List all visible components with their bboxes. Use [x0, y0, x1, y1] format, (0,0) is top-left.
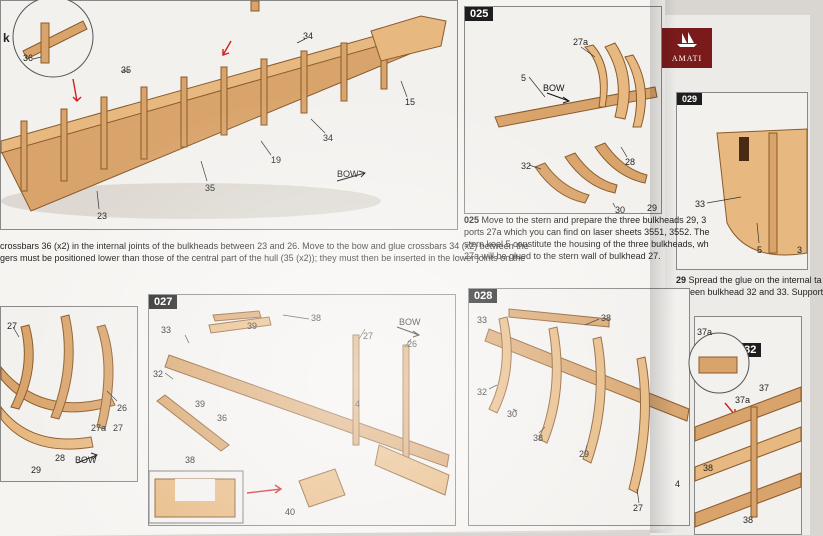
stern-bulkheads-drawing: [494, 42, 658, 208]
callout: 35: [121, 65, 132, 75]
callout: 37: [759, 383, 770, 393]
callout: 27a: [573, 37, 589, 47]
callout: 39: [247, 321, 258, 331]
callout: 34: [323, 133, 334, 143]
callout: 36: [23, 53, 34, 63]
callout: 33: [477, 315, 488, 325]
callout: 36: [217, 413, 228, 423]
bow-label: BOW: [399, 317, 421, 327]
framework-detail-drawing: [0, 314, 118, 464]
panel-027: 027 33 39 38 32 39 36 27 26: [148, 294, 456, 526]
ship-logo-icon: [677, 32, 697, 47]
book-gutter-shadow: [650, 0, 676, 533]
callout: 4: [355, 399, 361, 409]
keel-assembly-drawing: [148, 310, 450, 524]
callout: 27: [113, 423, 124, 433]
callout: 33: [161, 325, 172, 335]
hull-framework-drawing: [0, 0, 447, 219]
callout: 38: [703, 463, 714, 473]
bow-label: BOW: [543, 83, 565, 93]
callout: 19: [271, 155, 282, 165]
callout: 32: [153, 369, 164, 379]
caption-029-number: 29: [676, 275, 687, 285]
callout: 26: [407, 339, 418, 349]
callout: 23: [97, 211, 108, 221]
caption-029-line1: Spread the glue on the internal ta: [688, 275, 822, 285]
callout: 3: [797, 245, 803, 255]
callout: 30: [507, 409, 518, 419]
callout: 38: [743, 515, 754, 525]
callout: 27: [633, 503, 644, 513]
callout: 15: [405, 97, 416, 107]
callout: 26: [117, 403, 128, 413]
callout: 39: [195, 399, 206, 409]
callout: 28: [55, 453, 66, 463]
callout: 37a: [697, 327, 713, 337]
caption-025-line4: 27a will be glued to the stern wall of b…: [464, 251, 661, 261]
panel-026: 27 26 27a 27 28 29 BOW: [0, 306, 138, 482]
caption-024-line1: crossbars 36 (x2) in the internal joints…: [0, 241, 529, 251]
callout: 5: [521, 73, 527, 83]
callout: 5: [757, 245, 763, 255]
caption-029: 29 Spread the glue on the internal ta: [676, 274, 822, 286]
panel-032: 032 37a 37a 37 38 38: [688, 316, 802, 535]
bow-label: BOW: [337, 169, 359, 179]
callout: 40: [285, 507, 296, 517]
callout: 29: [579, 449, 590, 459]
callout: 38: [533, 433, 544, 443]
caption-029-line2: etween bulkhead 32 and 33. Support: [676, 287, 823, 297]
corner-text: k: [3, 31, 10, 45]
callout: 27: [7, 321, 18, 331]
callout: 33: [695, 199, 706, 209]
callout: 37a: [735, 395, 751, 405]
callout: 38: [185, 455, 196, 465]
callout: 28: [625, 157, 636, 167]
caption-025-number: 025: [464, 215, 480, 225]
callout: 35: [205, 183, 216, 193]
callout: 27a: [91, 423, 107, 433]
callout: 32: [521, 161, 532, 171]
caption-024-line2: gers must be positioned lower than those…: [0, 253, 526, 263]
panel-024: k 36 35 34 15 34 19 35 23 BOW: [0, 0, 458, 230]
bow-label: BOW: [75, 455, 97, 465]
callout: 27: [363, 331, 374, 341]
callout: 38: [311, 313, 322, 323]
callout: 38: [601, 313, 612, 323]
callout: 34: [303, 31, 314, 41]
callout: 29: [31, 465, 42, 475]
deck-beams-drawing: [688, 332, 802, 528]
panel-025: 025 27a 5 28 32 30 29 BOW: [464, 6, 662, 215]
callout: 32: [477, 387, 488, 397]
